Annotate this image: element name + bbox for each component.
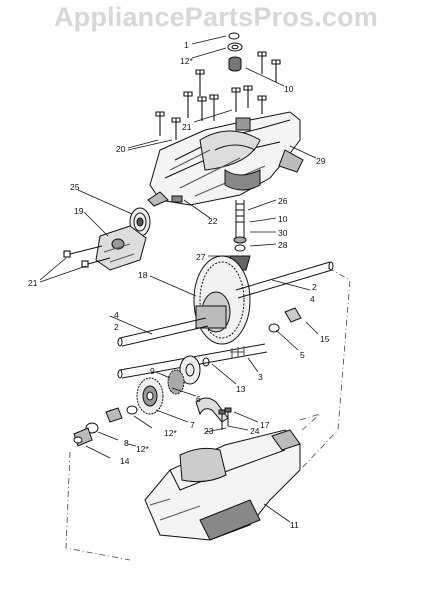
callout-label: 11 bbox=[290, 520, 299, 530]
callout-label: 25 bbox=[70, 182, 80, 192]
callout-label: 3 bbox=[258, 372, 263, 382]
callout-label: 9 bbox=[150, 366, 155, 376]
callout-label: 8 bbox=[124, 438, 129, 448]
key-part bbox=[171, 195, 183, 203]
callout-label: 14 bbox=[120, 456, 130, 466]
callout-label: 24 bbox=[250, 426, 260, 436]
washer-top bbox=[227, 32, 243, 72]
callout-label: 1 bbox=[184, 40, 189, 50]
small-parts-lower bbox=[73, 405, 138, 447]
callout-label: 27 bbox=[196, 252, 206, 262]
callout-labels: 1 12* 10 21 20 29 25 19 22 26 10 30 28 2… bbox=[28, 40, 330, 530]
bolts-left bbox=[63, 245, 111, 268]
callout-label: 10 bbox=[278, 214, 288, 224]
callout-label: 13 bbox=[236, 384, 246, 394]
callout-label: 20 bbox=[116, 144, 126, 154]
leader-lines bbox=[39, 35, 319, 523]
callout-label: 19 bbox=[74, 206, 84, 216]
callout-label: 2 bbox=[114, 322, 119, 332]
upper-housing bbox=[147, 111, 304, 207]
callout-label: 12* bbox=[180, 56, 193, 66]
callout-label: 12* bbox=[164, 428, 177, 438]
bracket-assembly bbox=[95, 225, 147, 271]
callout-label: 6 bbox=[196, 394, 201, 404]
callout-label: 17 bbox=[260, 420, 270, 430]
callout-label: 12* bbox=[136, 444, 149, 454]
assembly-outline bbox=[65, 267, 351, 561]
callout-label: 22 bbox=[208, 216, 218, 226]
bolts-upper bbox=[155, 51, 281, 140]
callout-label: 23 bbox=[204, 426, 214, 436]
gear-7 bbox=[136, 377, 164, 415]
axle bbox=[117, 261, 334, 347]
callout-label: 4 bbox=[310, 294, 315, 304]
callout-label: 18 bbox=[138, 270, 148, 280]
callout-label: 26 bbox=[278, 196, 288, 206]
callout-label: 15 bbox=[320, 334, 330, 344]
ring-gear bbox=[193, 255, 251, 345]
lower-housing bbox=[144, 429, 301, 541]
gear-13 bbox=[179, 355, 210, 385]
callout-label: 21 bbox=[182, 122, 192, 132]
bushing-right bbox=[268, 307, 302, 333]
watermark: AppliancePartsPros.com bbox=[53, 2, 378, 32]
callout-label: 28 bbox=[278, 240, 288, 250]
callout-label: 21 bbox=[28, 278, 38, 288]
callout-label: 7 bbox=[190, 420, 195, 430]
callout-label: 30 bbox=[278, 228, 288, 238]
callout-label: 4 bbox=[114, 310, 119, 320]
gear-9 bbox=[167, 369, 185, 395]
callout-label: 10 bbox=[284, 84, 294, 94]
callout-label: 5 bbox=[300, 350, 305, 360]
callout-label: 29 bbox=[316, 156, 326, 166]
callout-label: 2 bbox=[312, 282, 317, 292]
pins bbox=[218, 407, 232, 430]
